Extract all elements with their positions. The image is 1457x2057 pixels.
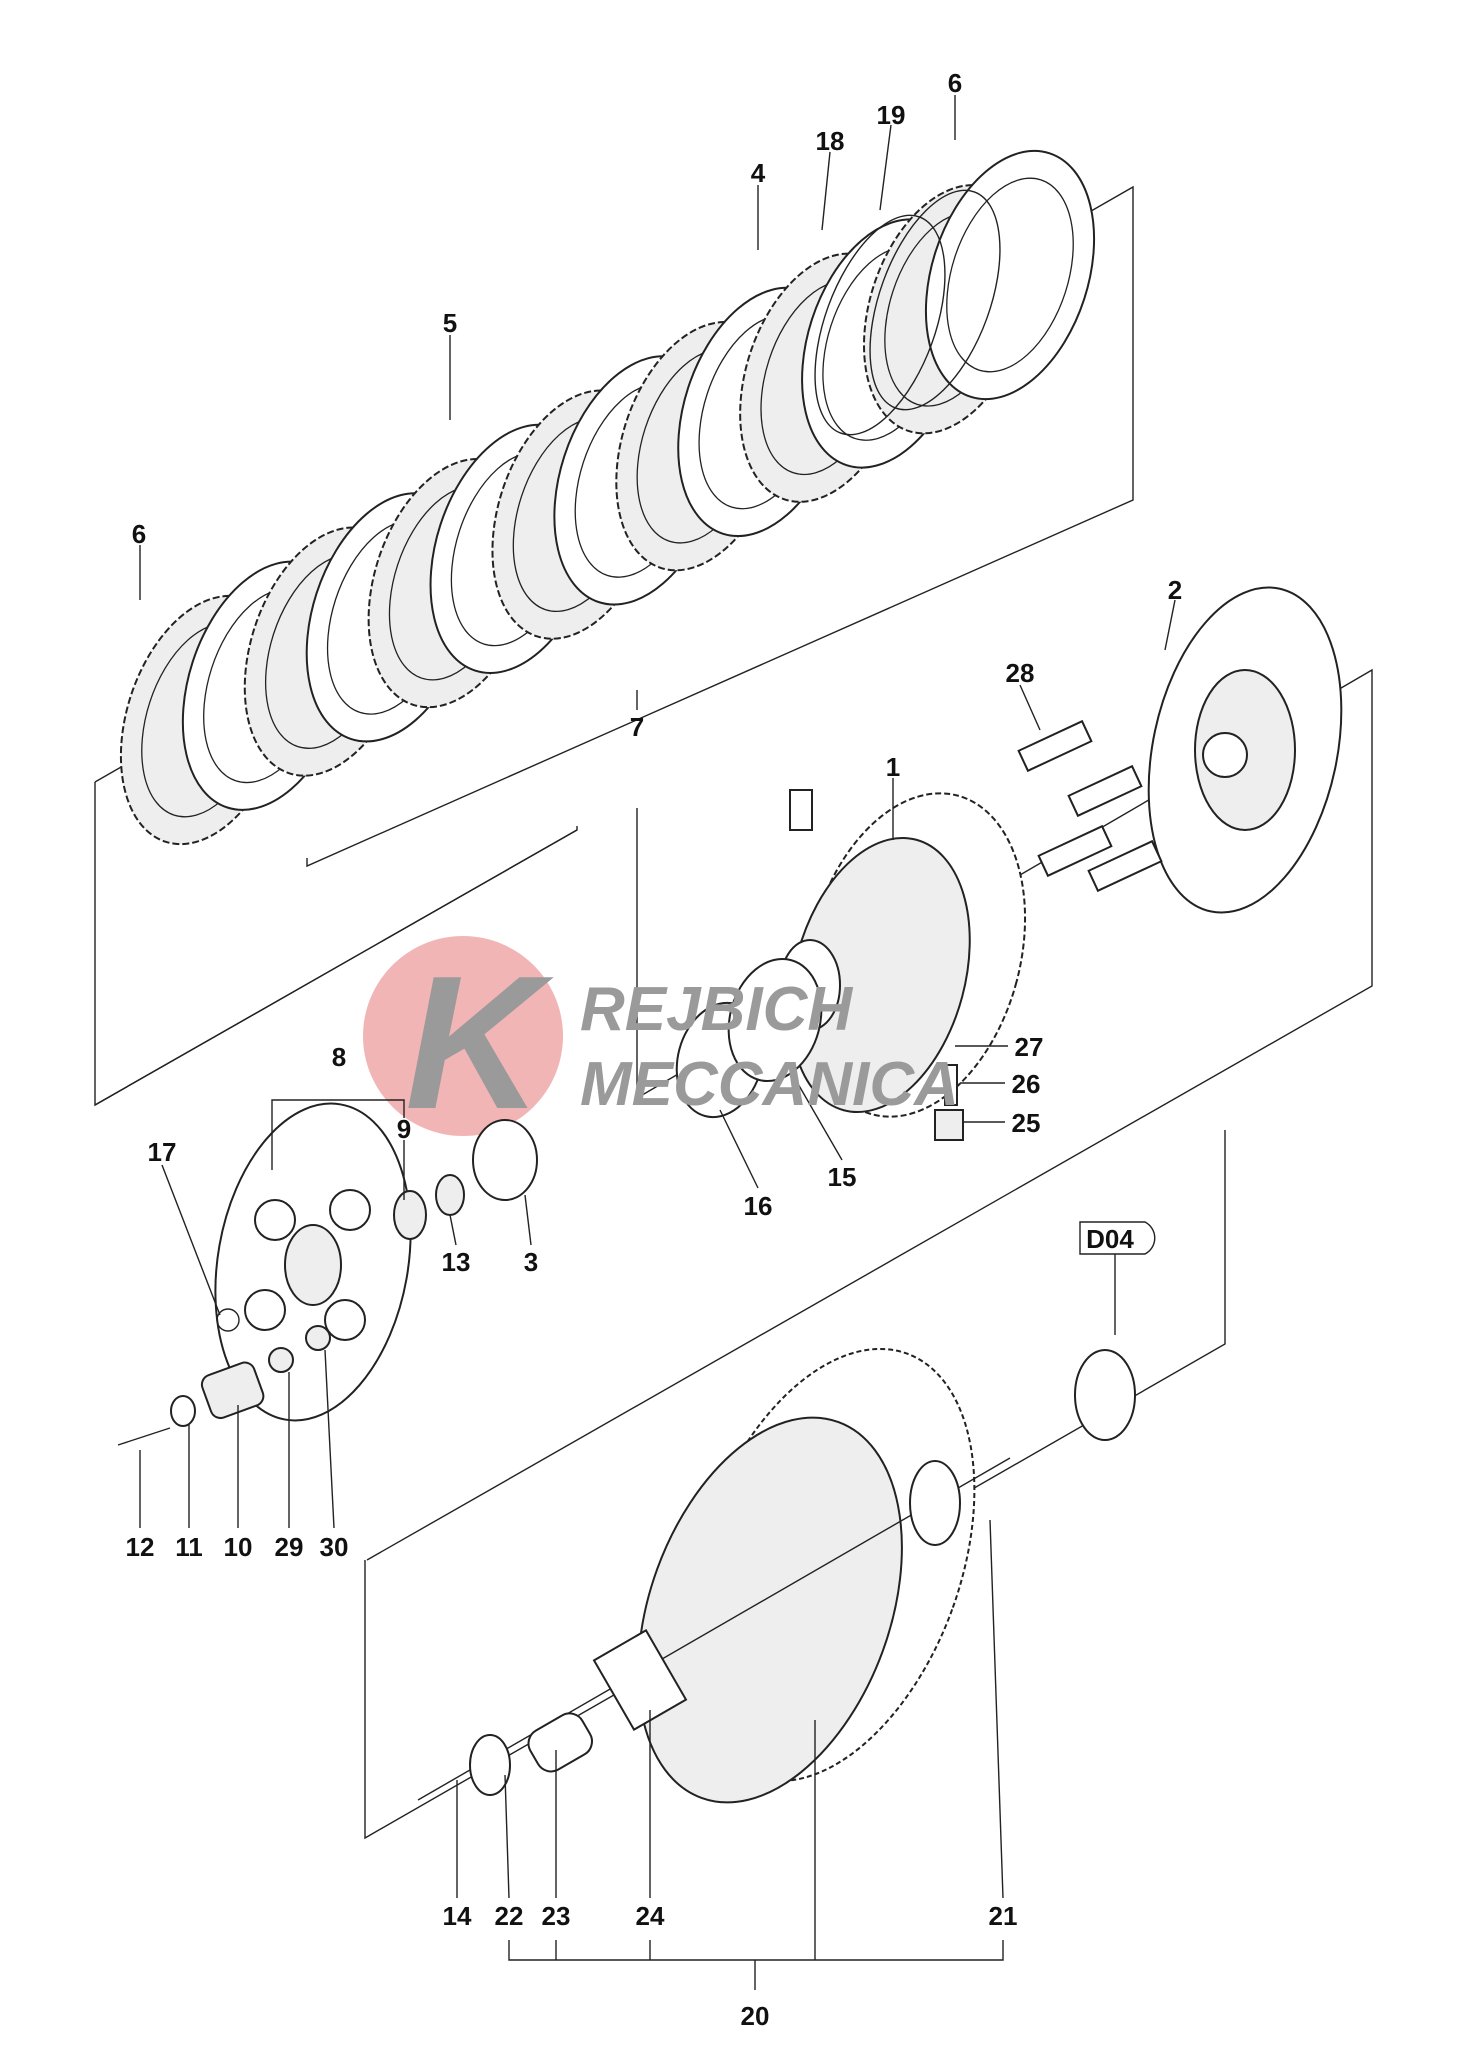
pin-26 [944, 1064, 958, 1106]
pin [789, 789, 813, 831]
label-16[interactable]: 16 [744, 1191, 773, 1221]
label-11[interactable]: 11 [175, 1532, 203, 1562]
label-12[interactable]: 12 [126, 1532, 155, 1562]
label-6-left[interactable]: 6 [132, 519, 146, 549]
label-10[interactable]: 10 [224, 1532, 253, 1562]
label-23[interactable]: 23 [542, 1901, 571, 1931]
washer-11 [170, 1395, 196, 1427]
label-28[interactable]: 28 [1006, 658, 1035, 688]
spring-10 [200, 1361, 265, 1420]
logo-circle [363, 936, 563, 1136]
label-8[interactable]: 8 [332, 1042, 346, 1072]
bolt-12 [117, 1427, 171, 1446]
label-3[interactable]: 3 [524, 1247, 538, 1277]
washer-21 [909, 1460, 961, 1546]
clutch-plate-stack [119, 149, 1096, 846]
reference-tag-d04[interactable]: D04 [1074, 1221, 1156, 1441]
label-13[interactable]: 13 [442, 1247, 471, 1277]
bush-24 [592, 1628, 688, 1732]
part-29 [268, 1347, 294, 1373]
label-25[interactable]: 25 [1012, 1108, 1041, 1138]
label-14[interactable]: 14 [443, 1901, 472, 1931]
plate-inner-edge [946, 177, 1074, 373]
logo-line1: REJBICH [580, 975, 853, 1044]
spacer-13 [435, 1174, 465, 1216]
logo-initial: K [405, 937, 554, 1149]
label-24[interactable]: 24 [636, 1901, 665, 1931]
label-19[interactable]: 19 [877, 100, 906, 130]
label-4[interactable]: 4 [751, 158, 766, 188]
label-27[interactable]: 27 [1015, 1032, 1044, 1062]
spacer-23 [527, 1712, 593, 1773]
pressure-plate [1147, 586, 1343, 914]
label-29[interactable]: 29 [275, 1532, 304, 1562]
seal-30 [305, 1325, 331, 1351]
label-7[interactable]: 7 [630, 712, 644, 742]
label-20[interactable]: 20 [741, 2001, 770, 2031]
washer-22 [469, 1734, 511, 1796]
label-2[interactable]: 2 [1168, 575, 1182, 605]
label-22[interactable]: 22 [495, 1901, 524, 1931]
clutch-basket [417, 1347, 1011, 1804]
release-bearing-d04 [1074, 1349, 1136, 1441]
lock-washer-15 [727, 957, 823, 1083]
reference-tag-label: D04 [1086, 1224, 1134, 1254]
watermark-logo: K REJBICH MECCANICA [405, 937, 959, 1149]
label-18[interactable]: 18 [816, 126, 845, 156]
studs [1017, 719, 1163, 893]
label-15[interactable]: 15 [828, 1162, 857, 1192]
label-5[interactable]: 5 [443, 308, 457, 338]
steel-plate [924, 149, 1096, 401]
wire-ring-19 [869, 189, 1001, 411]
label-6-top[interactable]: 6 [948, 68, 962, 98]
bearing-9 [393, 1190, 427, 1240]
label-21[interactable]: 21 [989, 1901, 1018, 1931]
circlip-17 [216, 1308, 240, 1332]
nut-3 [472, 1119, 538, 1201]
label-1[interactable]: 1 [886, 752, 900, 782]
spring-plate [214, 1102, 412, 1422]
label-30[interactable]: 30 [320, 1532, 349, 1562]
logo-line2: MECCANICA [580, 1050, 959, 1119]
label-9[interactable]: 9 [397, 1114, 411, 1144]
leader-lines [139, 95, 1176, 1990]
label-26[interactable]: 26 [1012, 1069, 1041, 1099]
bearing-25 [934, 1109, 964, 1141]
label-17[interactable]: 17 [148, 1137, 177, 1167]
part-labels: 6 19 18 4 5 6 7 2 28 1 8 9 17 27 26 25 1… [126, 68, 1183, 2031]
